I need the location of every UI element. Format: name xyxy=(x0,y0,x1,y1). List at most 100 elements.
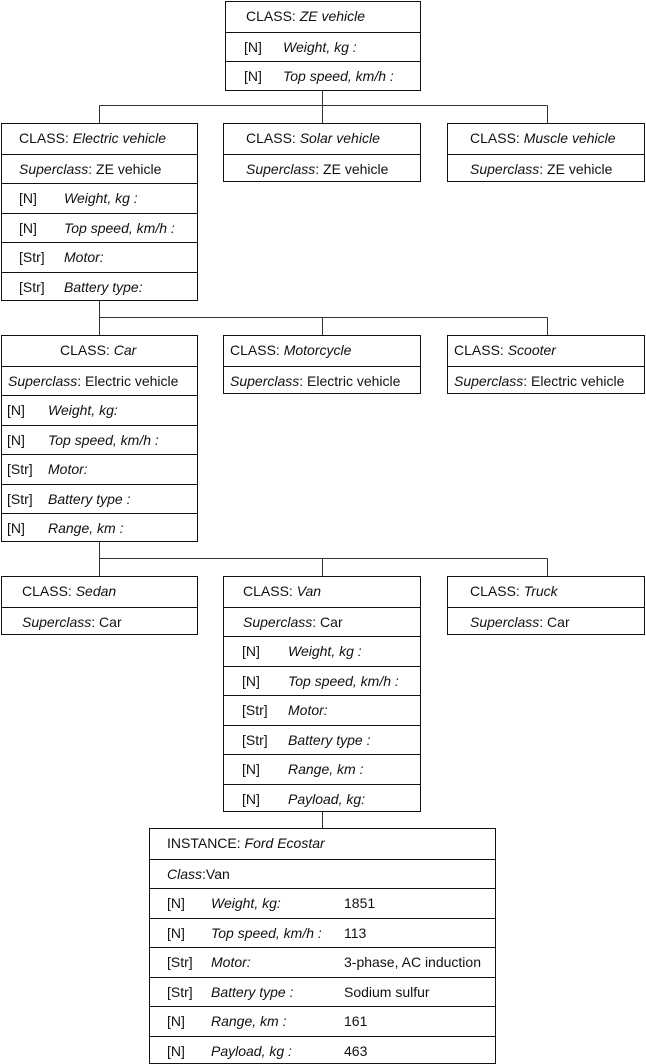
class-box-motorcycle: CLASS: Motorcycle Superclass: Electric v… xyxy=(223,335,421,394)
class-prefix: CLASS: xyxy=(454,342,504,358)
class-row: Class:Van xyxy=(150,858,495,889)
attribute-name: Battery type: xyxy=(64,278,143,295)
attribute-type: [N] xyxy=(167,1042,185,1059)
class-box-solar-vehicle: CLASS: Solar vehicle Superclass: ZE vehi… xyxy=(223,123,421,182)
superclass-value: : ZE vehicle xyxy=(539,160,613,177)
superclass-label: Superclass xyxy=(8,372,78,389)
attribute-row: [N] Weight, kg: 1851 xyxy=(150,888,495,918)
class-header: CLASS: Motorcycle xyxy=(224,336,420,366)
class-label: Class xyxy=(167,865,203,882)
attribute-row: [N] Weight, kg : xyxy=(2,183,197,213)
attribute-row: [N] Payload, kg: xyxy=(224,783,420,814)
attribute-row: [N] Range, km : 161 xyxy=(150,1006,495,1036)
attribute-value: Sodium sulfur xyxy=(344,983,430,1000)
superclass-row: Superclass: Car xyxy=(2,606,197,637)
attribute-value: 463 xyxy=(344,1042,368,1059)
attribute-type: [N] xyxy=(19,219,37,236)
attribute-value: 1851 xyxy=(344,895,376,911)
superclass-row: Superclass: Electric vehicle xyxy=(224,365,420,396)
superclass-value: : Electric vehicle xyxy=(77,372,179,389)
class-name: Electric vehicle xyxy=(72,130,167,146)
class-box-truck: CLASS: Truck Superclass: Car xyxy=(447,576,645,635)
superclass-label: Superclass xyxy=(246,160,316,177)
superclass-label: Superclass xyxy=(243,613,313,630)
superclass-row: Superclass: ZE vehicle xyxy=(448,153,644,184)
attribute-row: [N] Top speed, km/h : xyxy=(226,61,420,91)
class-header: CLASS: Truck xyxy=(448,577,644,607)
attribute-name: Top speed, km/h : xyxy=(48,431,159,448)
attribute-name: Weight, kg : xyxy=(288,643,362,659)
attribute-type: [N] xyxy=(167,895,185,911)
class-header: CLASS: Van xyxy=(224,577,420,607)
attribute-name: Motor: xyxy=(48,461,88,477)
class-name: Truck xyxy=(523,583,558,599)
attribute-type: [Str] xyxy=(242,702,268,718)
instance-name: Ford Ecostar xyxy=(244,835,325,851)
class-header: CLASS: Muscle vehicle xyxy=(448,124,644,154)
attribute-row: [N] Top speed, km/h : xyxy=(2,212,197,243)
attribute-row: [N] Top speed, km/h : xyxy=(2,424,197,455)
class-header: CLASS: Car xyxy=(2,336,197,366)
attribute-row: [Str] Motor: xyxy=(2,242,197,272)
attribute-value: 113 xyxy=(344,924,367,941)
class-box-scooter: CLASS: Scooter Superclass: Electric vehi… xyxy=(447,335,645,394)
attribute-name: Range, km : xyxy=(48,520,124,536)
class-name: Van xyxy=(296,583,322,599)
attribute-row: [N] Top speed, km/h : xyxy=(224,665,420,696)
attribute-type: [N] xyxy=(244,68,262,84)
attribute-row: [Str] Battery type : xyxy=(2,483,197,514)
attribute-row: [Str] Motor: xyxy=(2,454,197,484)
attribute-value: 161 xyxy=(344,1013,368,1029)
class-prefix: CLASS: xyxy=(230,342,280,358)
attribute-name: Battery type : xyxy=(288,731,371,748)
superclass-label: Superclass xyxy=(454,372,524,389)
attribute-row: [N] Weight, kg : xyxy=(226,31,420,62)
class-prefix: CLASS: xyxy=(470,130,520,146)
attribute-row: [N] Range, km : xyxy=(224,754,420,784)
superclass-row: Superclass: Electric vehicle xyxy=(448,365,644,396)
attribute-type: [N] xyxy=(7,431,25,448)
attribute-type: [Str] xyxy=(242,731,268,748)
attribute-value: 3-phase, AC induction xyxy=(344,954,481,970)
class-prefix: CLASS: xyxy=(470,583,520,599)
attribute-type: [N] xyxy=(167,1013,185,1029)
attribute-name: Weight, kg: xyxy=(48,402,118,418)
class-header: CLASS: Sedan xyxy=(2,577,197,607)
attribute-type: [Str] xyxy=(7,490,33,507)
superclass-label: Superclass xyxy=(230,372,300,389)
attribute-name: Range, km : xyxy=(288,761,364,777)
class-header: CLASS: Scooter xyxy=(448,336,644,366)
attribute-type: [Str] xyxy=(7,461,33,477)
class-prefix: CLASS: xyxy=(246,8,296,24)
superclass-label: Superclass xyxy=(19,160,89,177)
attribute-type: [Str] xyxy=(19,249,45,265)
class-prefix: CLASS: xyxy=(243,583,293,599)
attribute-name: Weight, kg : xyxy=(283,38,357,55)
attribute-name: Top speed, km/h : xyxy=(211,924,322,941)
superclass-value: : ZE vehicle xyxy=(88,160,162,177)
attribute-type: [N] xyxy=(7,520,25,536)
instance-prefix: INSTANCE: xyxy=(167,835,241,851)
class-prefix: CLASS: xyxy=(22,583,72,599)
class-header: CLASS: Electric vehicle xyxy=(2,124,197,154)
superclass-row: Superclass: Electric vehicle xyxy=(2,365,197,396)
attribute-type: [N] xyxy=(7,402,25,418)
class-prefix: CLASS: xyxy=(60,342,110,358)
attribute-row: [N] Top speed, km/h : 113 xyxy=(150,917,495,948)
attribute-name: Top speed, km/h : xyxy=(288,672,399,689)
attribute-row: [Str] Motor: 3-phase, AC induction xyxy=(150,947,495,977)
instance-header: INSTANCE: Ford Ecostar xyxy=(150,829,495,859)
attribute-row: [N] Weight, kg: xyxy=(2,395,197,425)
class-name: Sedan xyxy=(75,583,117,599)
class-box-van: CLASS: Van Superclass: Car [N] Weight, k… xyxy=(223,576,421,812)
class-name: Motorcycle xyxy=(283,342,352,358)
superclass-value: : Car xyxy=(539,613,570,630)
class-name: Car xyxy=(113,342,137,358)
instance-box-ford-ecostar: INSTANCE: Ford Ecostar Class:Van [N] Wei… xyxy=(149,828,496,1064)
class-box-sedan: CLASS: Sedan Superclass: Car xyxy=(1,576,198,635)
superclass-value: : Electric vehicle xyxy=(299,372,401,389)
class-name: Solar vehicle xyxy=(299,130,380,146)
attribute-name: Payload, kg : xyxy=(211,1042,292,1059)
attribute-type: [N] xyxy=(167,924,185,941)
